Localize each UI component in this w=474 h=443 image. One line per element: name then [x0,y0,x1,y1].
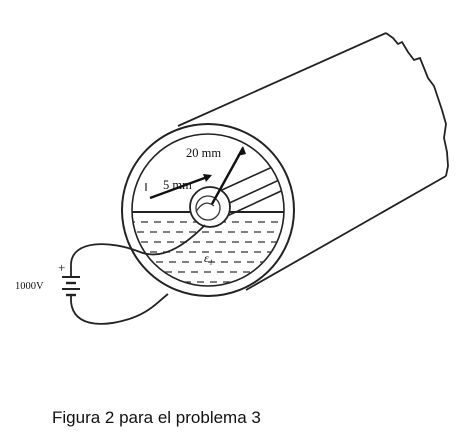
inner-radius-line [149,174,211,200]
inner-conductor [189,186,231,228]
outer-radius-line [210,147,245,205]
dimension-arrowheads [203,146,246,182]
inner-dimension-label: 5 mm [163,178,192,192]
outer-dimension-label: 20 mm [186,146,221,160]
dimension-lines [149,147,245,205]
battery-symbol [62,264,80,302]
battery-plus-sign: + [58,260,65,275]
cylinder-body [177,32,449,291]
liquid-label: ε₁ [204,251,213,265]
circuit-wires [70,224,206,325]
battery-voltage-label: 1000V [15,281,44,292]
figure-caption: Figura 2 para el problema 3 [52,408,261,427]
